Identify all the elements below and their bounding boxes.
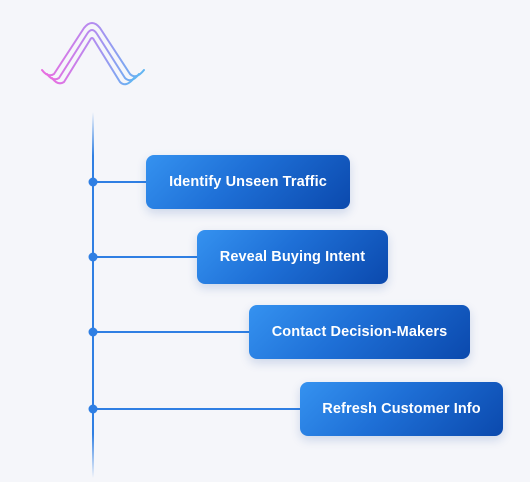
timeline-node-2	[88, 252, 98, 262]
step-label: Contact Decision-Makers	[271, 324, 448, 340]
step-label: Identify Unseen Traffic	[169, 174, 327, 190]
step-card-contact-decision-makers[interactable]: Contact Decision-Makers	[249, 305, 470, 359]
step-card-refresh-customer-info[interactable]: Refresh Customer Info	[300, 382, 503, 436]
timeline-spine	[92, 112, 94, 478]
step-card-reveal-buying-intent[interactable]: Reveal Buying Intent	[197, 230, 388, 284]
timeline-node-1	[88, 177, 98, 187]
timeline-node-4	[88, 404, 98, 414]
step-label: Reveal Buying Intent	[219, 249, 366, 265]
timeline-node-3	[88, 327, 98, 337]
wave-peak-logo-icon	[41, 22, 145, 86]
step-label: Refresh Customer Info	[322, 401, 481, 417]
step-card-identify-unseen-traffic[interactable]: Identify Unseen Traffic	[146, 155, 350, 209]
